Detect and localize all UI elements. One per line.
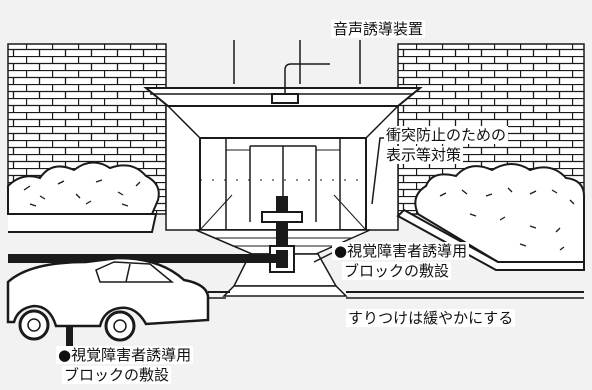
collision-prevention-label-line2: 表示等対策 (384, 146, 464, 164)
planters (8, 208, 585, 271)
curb-edges (208, 291, 584, 299)
leader-lines (313, 137, 384, 263)
tactile-block-label-right-line2: ブロックの敷設 (342, 262, 452, 280)
left-shrub (7, 161, 160, 215)
slope-note-label: すりつけは緩やかにする (346, 309, 516, 327)
tactile-blocks-center (261, 196, 303, 273)
car (6, 256, 210, 342)
voice-guidance-device (271, 93, 299, 104)
tactile-blocks-horizontal (8, 254, 276, 263)
tactile-block-label-left-line2: ブロックの敷設 (62, 366, 172, 384)
collision-prevention-label-line1: 衝突防止のための (384, 126, 509, 144)
tactile-block-label-right-line1: ●視覚障害者誘導用 (332, 242, 470, 260)
voice-device-leader-line (284, 63, 330, 94)
voice-guidance-device-label: 音声誘導装置 (331, 20, 426, 38)
tactile-block-label-left-line1: ●視覚障害者誘導用 (56, 346, 194, 364)
right-shrub (414, 163, 585, 263)
canopy (143, 87, 423, 139)
